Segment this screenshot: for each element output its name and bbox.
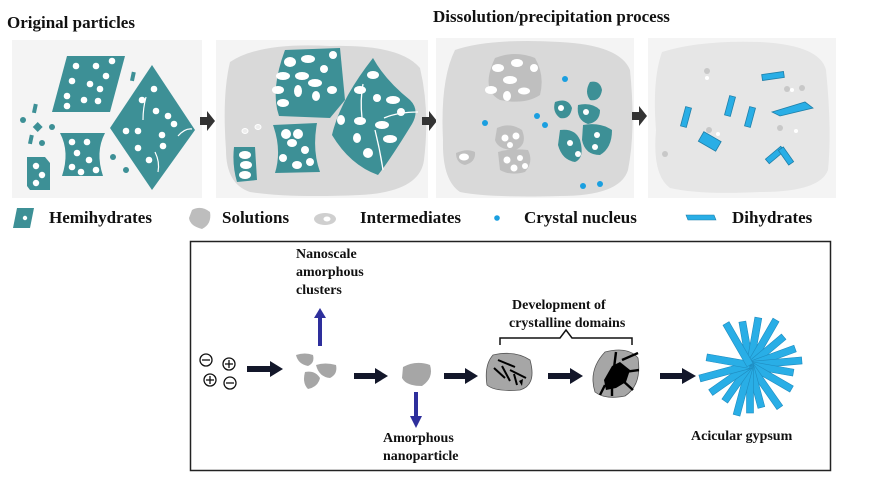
blue-arrows (314, 308, 422, 428)
hemihydrate-particle (110, 65, 195, 190)
panel-dihydrates (648, 38, 836, 198)
label-acicular-gypsum: Acicular gypsum (691, 429, 793, 444)
dihydrate-icon (685, 214, 717, 221)
hemihydrate-particle (587, 81, 602, 101)
hemihydrate-particle (332, 58, 416, 175)
amorphous-nanoparticle (402, 362, 431, 386)
panel-original-particles (12, 40, 202, 198)
panel-precipitating (436, 38, 634, 198)
hemihydrate-particle (577, 104, 600, 124)
process-arrow (632, 106, 647, 126)
process-arrow (200, 111, 215, 131)
intermediate-particle (498, 149, 531, 174)
gypsum-needle (722, 321, 754, 368)
process-arrow (422, 111, 437, 131)
legend-dihydrates: Dihydrates (732, 208, 813, 227)
crystal-nuclei (482, 76, 603, 189)
solution-icon (189, 207, 211, 229)
legend-hemihydrates: Hemihydrates (49, 208, 152, 227)
intermediate-particle (495, 125, 524, 150)
ions-group (199, 353, 237, 390)
acicular-gypsum (698, 316, 803, 417)
domains-bracket (499, 328, 633, 345)
crystal-nucleus-icon (494, 215, 500, 221)
hemihydrate-particle (582, 124, 612, 155)
amorphous-clusters (296, 353, 337, 389)
title-dissolution-process: Dissolution/precipitation process (433, 7, 670, 26)
dihydrate-crystals (680, 71, 814, 166)
hemihydrate-particle (27, 157, 50, 190)
crystalline-domain-early (485, 352, 533, 391)
legend-icons (13, 207, 717, 229)
legend-solutions: Solutions (222, 208, 290, 227)
label-nanoscale-clusters: Nanoscale amorphous clusters (296, 247, 364, 298)
title-original-particles: Original particles (7, 13, 135, 32)
nucleation-pathway-box (189, 240, 832, 472)
solution-region (654, 41, 830, 193)
panel-dissolving (216, 40, 428, 198)
label-crystalline-domains: Development of crystalline domains (509, 298, 626, 331)
legend-crystal-nucleus: Crystal nucleus (524, 208, 637, 227)
legend-intermediates: Intermediates (360, 208, 462, 227)
pathway-arrows (247, 361, 696, 384)
label-amorphous-nanoparticle: Amorphous nanoparticle (383, 431, 459, 464)
